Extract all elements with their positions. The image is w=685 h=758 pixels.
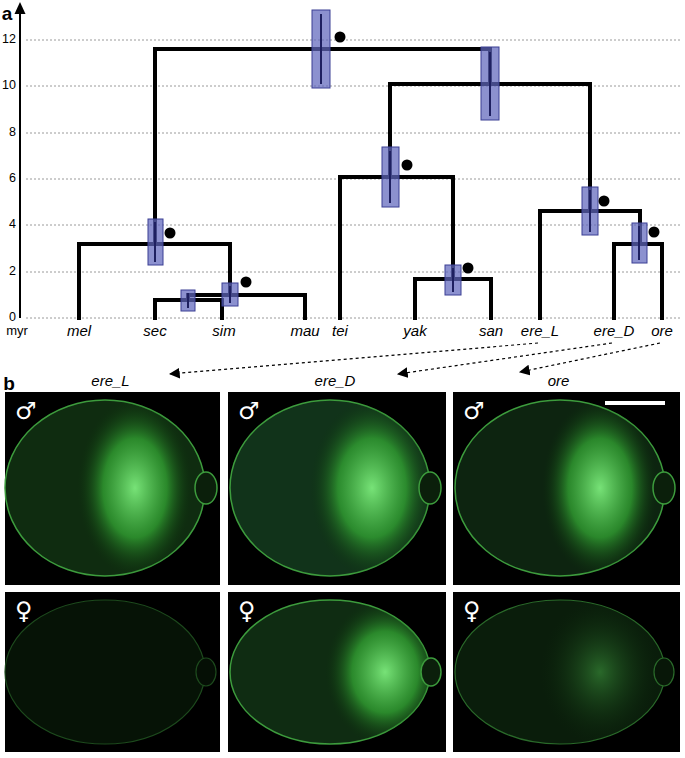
- genital-tip: [653, 472, 675, 504]
- species-name: sim: [212, 323, 235, 340]
- image-panel: ere_D♂: [228, 392, 446, 585]
- phylogeny-branches: [79, 49, 662, 318]
- image-panel: [228, 392, 446, 585]
- image-panel: [5, 392, 220, 585]
- axis-unit: myr: [6, 324, 28, 338]
- image-panel: [453, 392, 680, 585]
- support-dots: [165, 32, 660, 288]
- axis-arrow: [15, 2, 26, 14]
- species-heading: ere_D: [315, 373, 356, 390]
- sex-symbol: ♂: [15, 398, 37, 424]
- panel-letter: a: [2, 4, 13, 25]
- confidence-bars: [148, 10, 647, 311]
- pigment-glow: [310, 398, 434, 578]
- time-axis: [19, 12, 21, 318]
- image-panel: ♀: [228, 592, 446, 752]
- grid-line: [26, 40, 680, 318]
- support-dot: [402, 160, 413, 171]
- support-dot: [241, 277, 252, 288]
- axis-tick: 8: [9, 126, 16, 140]
- image-panel: ore♂: [453, 392, 680, 585]
- image-panel: [5, 592, 220, 752]
- pigment-glow: [542, 398, 658, 578]
- species-name: mel: [67, 323, 91, 340]
- abdomen: [5, 600, 205, 744]
- axis-tick: 10: [2, 79, 16, 93]
- sex-symbol: ♀: [463, 598, 481, 624]
- axis-tick: 6: [9, 172, 16, 186]
- node-age-line: [155, 14, 639, 308]
- sex-symbol: ♂: [463, 398, 485, 424]
- genital-tip: [195, 472, 217, 504]
- sex-symbol: ♂: [238, 398, 260, 424]
- genital-tip: [654, 658, 674, 686]
- species-name: mau: [290, 323, 319, 340]
- image-panel: [228, 592, 446, 752]
- genital-tip: [421, 658, 441, 686]
- image-panel: ere_L♂: [5, 392, 220, 585]
- species-heading: ere_L: [91, 373, 129, 390]
- support-dot: [599, 196, 610, 207]
- genital-tip: [196, 658, 216, 686]
- support-dot: [165, 228, 176, 239]
- image-panel: ♀: [453, 592, 680, 752]
- pigment-glow: [540, 598, 660, 746]
- pointer-arrows: [170, 343, 660, 374]
- axis-tick: 4: [9, 218, 16, 232]
- species-name: ore: [651, 323, 673, 340]
- species-name: tei: [332, 323, 348, 340]
- support-dot: [463, 263, 474, 274]
- sex-symbol: ♀: [15, 598, 33, 624]
- image-panel: [453, 592, 680, 752]
- species-name: san: [479, 323, 503, 340]
- pointer-arrow: [520, 343, 660, 372]
- pointer-arrow: [170, 343, 538, 374]
- fluorescence-panels: [5, 392, 680, 752]
- species-name: sec: [143, 323, 166, 340]
- species-name: yak: [403, 323, 426, 340]
- genital-tip: [419, 472, 441, 504]
- support-dot: [649, 227, 660, 238]
- species-heading: ore: [548, 373, 570, 390]
- species-name: ere_D: [594, 323, 635, 340]
- image-panel: ♀: [5, 592, 220, 752]
- support-dot: [335, 32, 346, 43]
- pointer-arrow: [398, 343, 612, 374]
- axis-tick: 12: [2, 33, 16, 47]
- axis-tick: 2: [9, 265, 16, 279]
- pigment-glow: [325, 598, 445, 746]
- pigment-glow: [77, 398, 193, 578]
- axis-tick: 0: [9, 311, 16, 325]
- scale-bar: [605, 401, 665, 405]
- sex-symbol: ♀: [238, 598, 256, 624]
- species-name: ere_L: [521, 323, 559, 340]
- panel-letter: b: [3, 374, 15, 395]
